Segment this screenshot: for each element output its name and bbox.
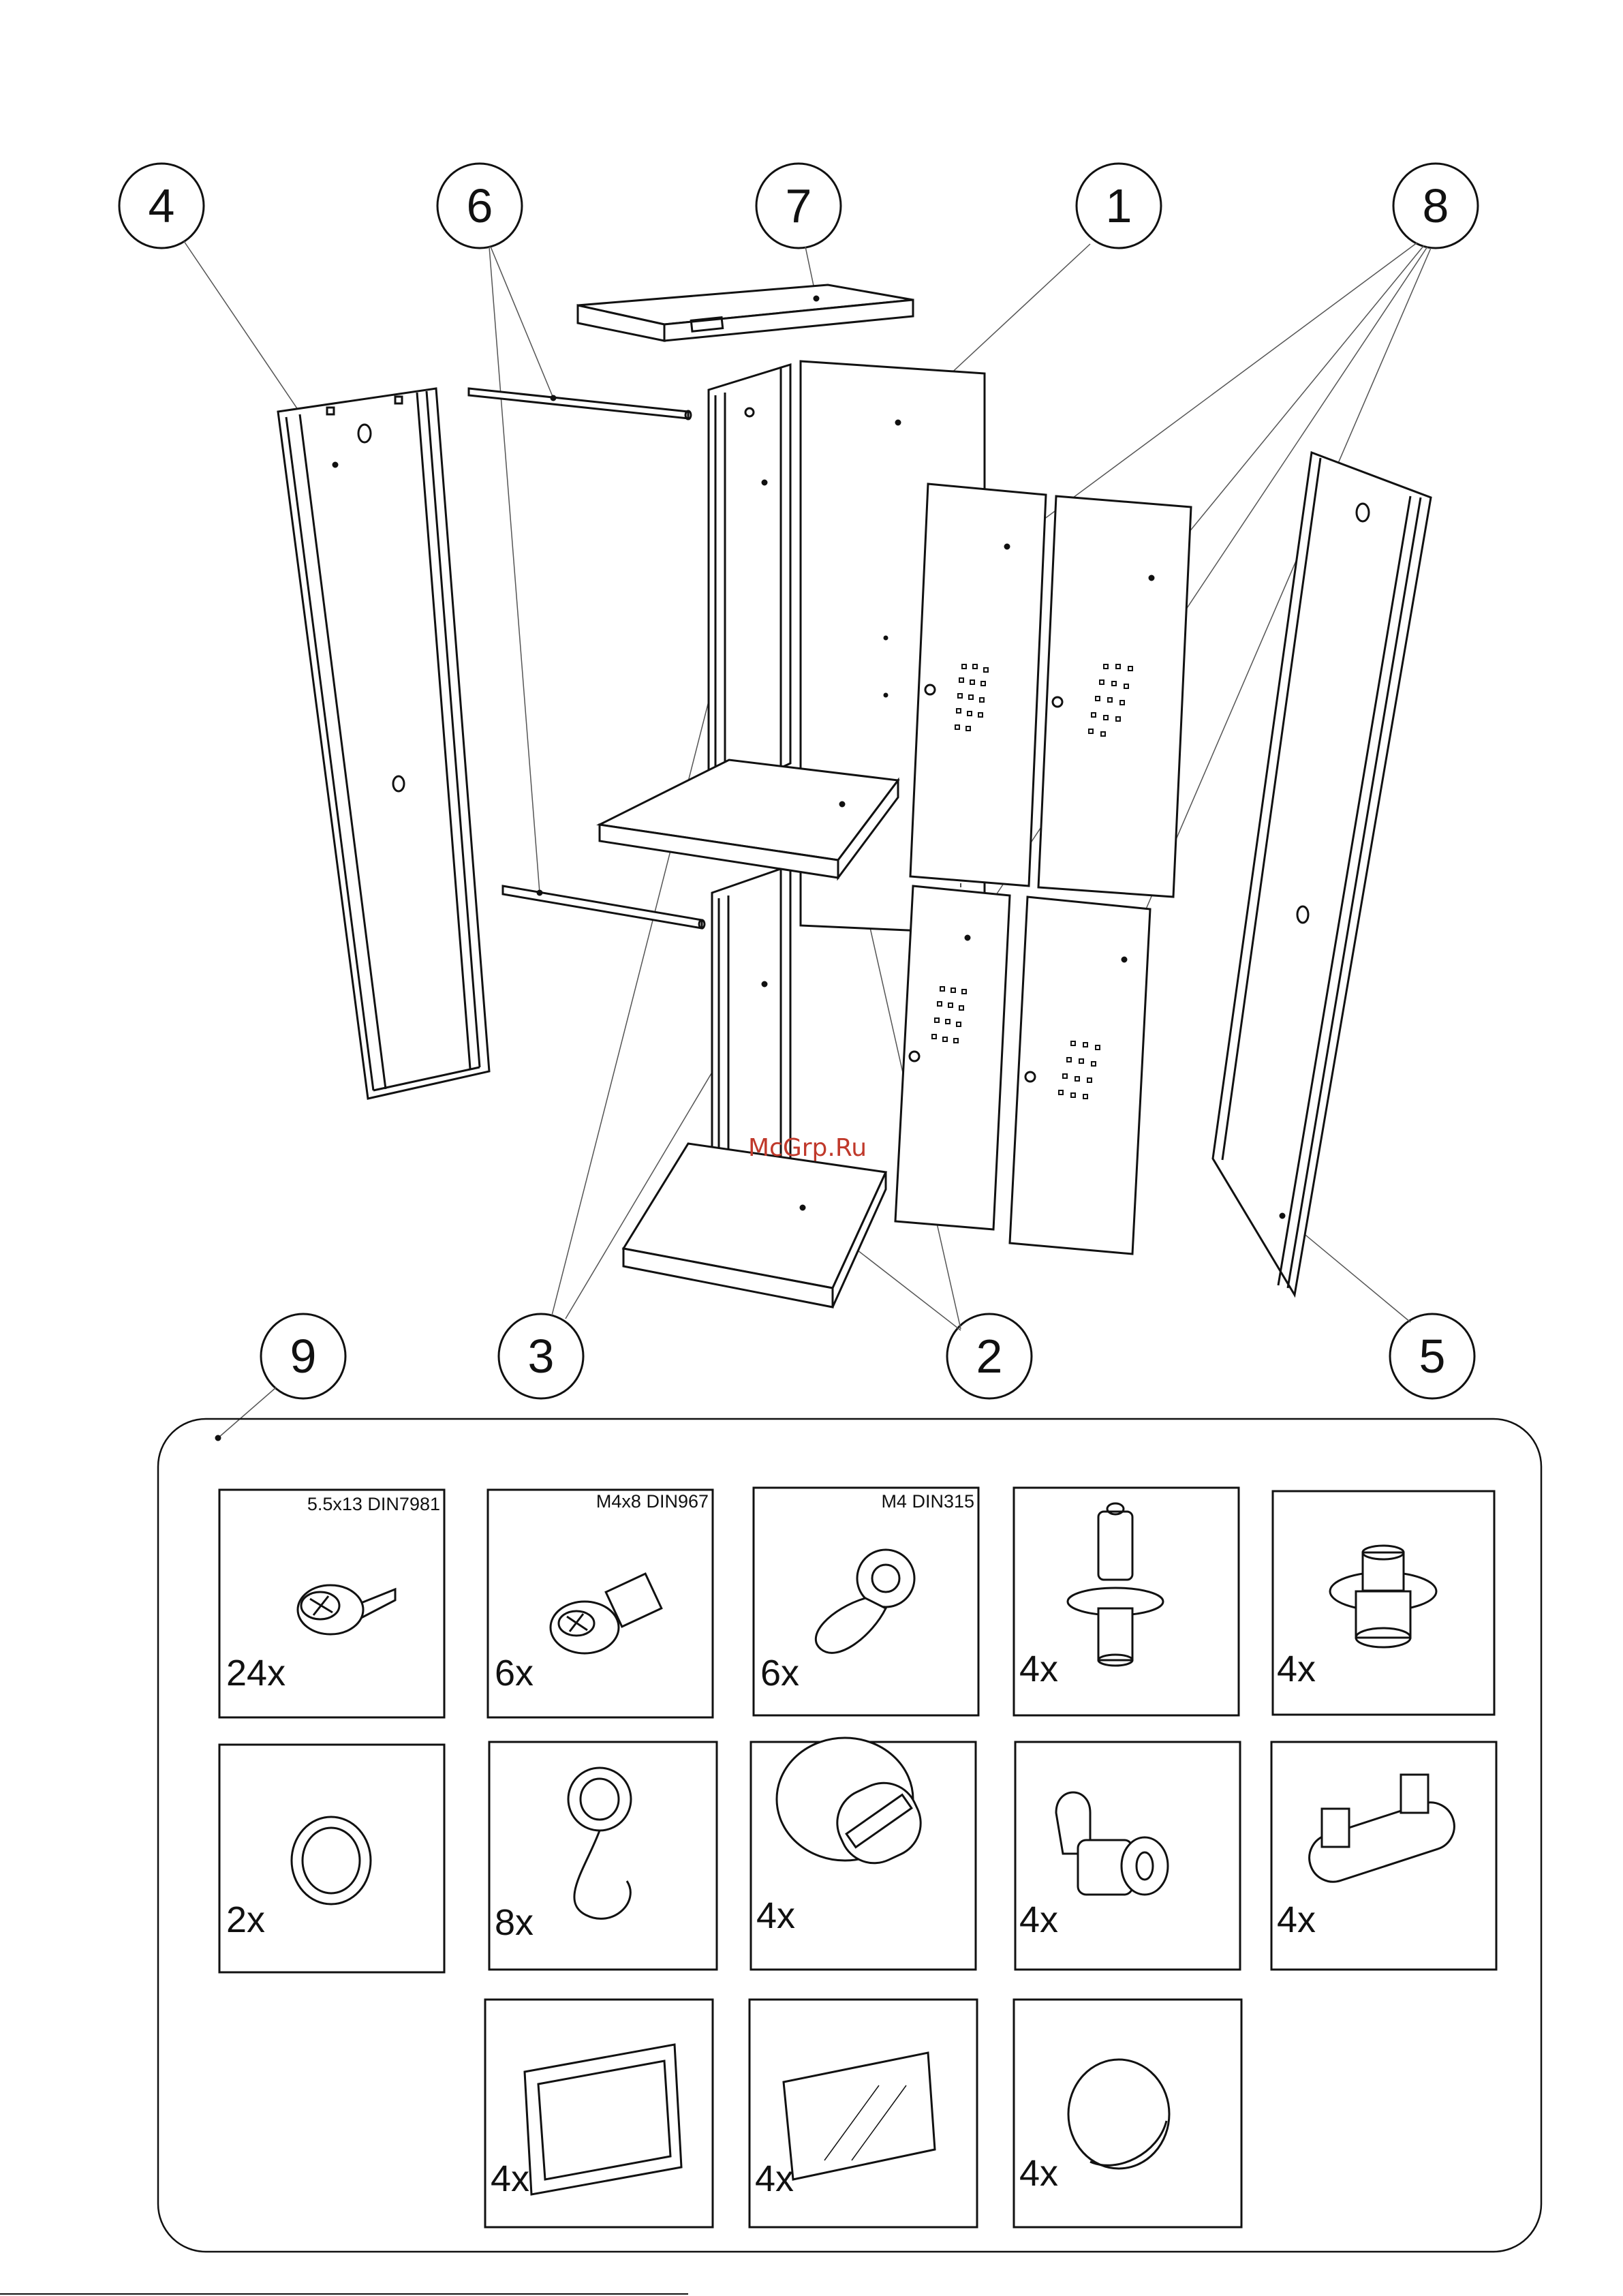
callout-label-1: 1 xyxy=(1106,179,1132,232)
grommet-ring-icon xyxy=(292,1817,371,1904)
spec-label-2: M4x8 DIN967 xyxy=(527,1491,709,1512)
qty-label-3: 6x xyxy=(760,1652,799,1694)
qty-label-9: 4x xyxy=(1019,1899,1058,1941)
door-upper-right xyxy=(1038,496,1191,897)
upper-divider xyxy=(709,365,790,801)
bottom-base xyxy=(623,1144,886,1307)
callout-1: 1 xyxy=(1077,164,1161,248)
door-lower-left xyxy=(895,886,1010,1229)
qty-label-13: 4x xyxy=(1019,2152,1058,2194)
qty-label-8: 4x xyxy=(756,1895,795,1937)
callout-9: 9 xyxy=(261,1314,345,1398)
callout-label-6: 6 xyxy=(467,179,493,232)
qty-label-10: 4x xyxy=(1277,1899,1316,1941)
stud-cap-icon xyxy=(1330,1546,1436,1647)
callout-label-9: 9 xyxy=(290,1330,317,1383)
spec-label-3: M4 DIN315 xyxy=(793,1491,974,1512)
left-side-panel xyxy=(278,388,489,1099)
label-frame-icon xyxy=(525,2045,681,2194)
qty-label-5: 4x xyxy=(1277,1648,1316,1690)
cam-lock-icon xyxy=(1056,1792,1168,1895)
spec-label-1: 5.5x13 DIN7981 xyxy=(259,1494,440,1515)
self-tapping-screw-icon xyxy=(298,1585,395,1634)
callout-4: 4 xyxy=(119,164,204,248)
callout-label-2: 2 xyxy=(976,1330,1003,1383)
callout-label-4: 4 xyxy=(149,179,175,232)
qty-label-6: 2x xyxy=(226,1899,265,1941)
callout-8: 8 xyxy=(1393,164,1478,248)
watermark-text: McGrp.Ru xyxy=(748,1134,867,1162)
door-upper-left xyxy=(910,484,1046,886)
cover-cap-icon xyxy=(1068,2060,1169,2169)
callout-label-7: 7 xyxy=(786,179,812,232)
label-window-icon xyxy=(784,2053,935,2179)
clip-bracket-icon xyxy=(1303,1775,1461,1888)
rod-lower xyxy=(503,886,705,928)
callout-6: 6 xyxy=(437,164,522,248)
wing-nut-icon xyxy=(816,1550,914,1653)
brand-lock-icon xyxy=(777,1738,932,1874)
qty-label-2: 6x xyxy=(495,1652,534,1694)
callout-3: 3 xyxy=(499,1314,583,1398)
top-lid xyxy=(578,285,913,341)
callout-5: 5 xyxy=(1390,1314,1474,1398)
clip-hook-icon xyxy=(568,1768,631,1918)
machine-screw-icon xyxy=(551,1574,662,1653)
qty-label-12: 4x xyxy=(755,2158,794,2200)
door-lower-right xyxy=(1010,897,1150,1254)
right-side-panel xyxy=(1213,453,1431,1295)
qty-label-11: 4x xyxy=(491,2158,529,2200)
callout-label-3: 3 xyxy=(528,1330,555,1383)
qty-label-7: 8x xyxy=(495,1901,534,1944)
qty-label-1: 24x xyxy=(226,1652,285,1694)
qty-label-4: 4x xyxy=(1019,1648,1058,1690)
leveling-foot-icon xyxy=(1068,1503,1163,1666)
callout-7: 7 xyxy=(756,164,841,248)
callout-label-8: 8 xyxy=(1423,179,1449,232)
callout-label-5: 5 xyxy=(1419,1330,1446,1383)
